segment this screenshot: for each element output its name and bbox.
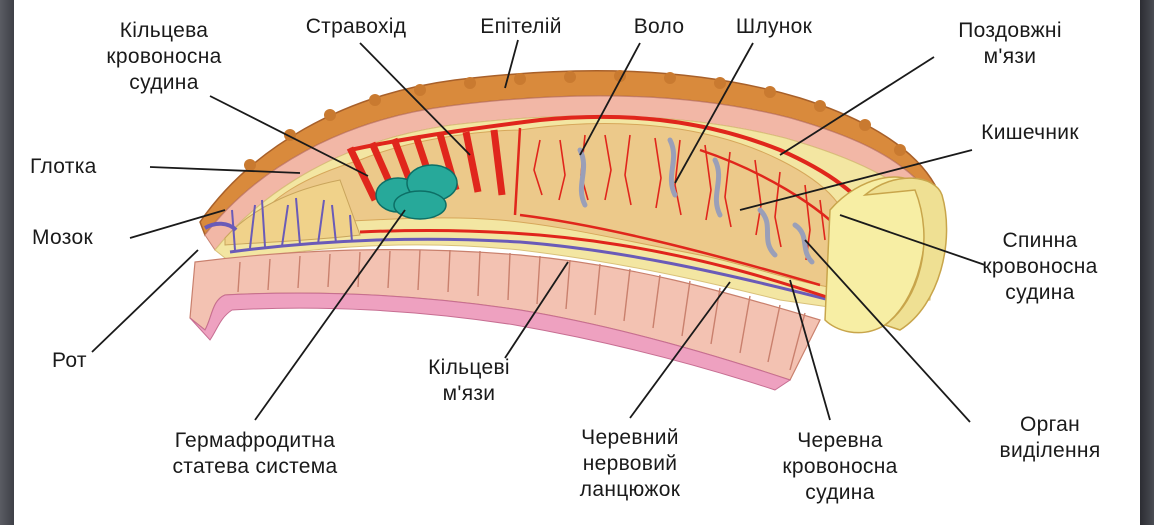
label-ring-vessel-line3: судина xyxy=(106,70,221,96)
label-ventral-nerve-cord-line2: нервовий xyxy=(580,451,680,477)
label-brain: Мозок xyxy=(32,225,93,251)
label-ring-vessel-line2: кровоносна xyxy=(106,44,221,70)
label-circular-muscles: Кільцеві м'язи xyxy=(428,355,510,407)
label-ring-vessel-line1: Кільцева xyxy=(106,18,221,44)
label-stomach: Шлунок xyxy=(736,14,812,40)
label-longitudinal-muscles-line2: м'язи xyxy=(958,44,1062,70)
label-esophagus: Стравохід xyxy=(306,14,407,40)
label-intestine: Кишечник xyxy=(981,120,1079,146)
label-mouth: Рот xyxy=(52,348,87,374)
label-reproductive-system-line2: статева система xyxy=(172,454,337,480)
label-circular-muscles-line1: Кільцеві xyxy=(428,355,510,381)
label-longitudinal-muscles: Поздовжні м'язи xyxy=(958,18,1062,70)
label-epithelium: Епітелій xyxy=(480,14,561,40)
label-ventral-vessel-line3: судина xyxy=(782,480,897,506)
label-ventral-vessel-line2: кровоносна xyxy=(782,454,897,480)
label-excretory-organ: Орган виділення xyxy=(999,412,1100,464)
label-ventral-nerve-cord-line3: ланцюжок xyxy=(580,477,680,503)
label-ventral-vessel: Черевна кровоносна судина xyxy=(782,428,897,506)
label-dorsal-vessel-line2: кровоносна xyxy=(982,254,1097,280)
label-excretory-organ-line2: виділення xyxy=(999,438,1100,464)
label-pharynx: Глотка xyxy=(30,154,97,180)
label-dorsal-vessel-line1: Спинна xyxy=(982,228,1097,254)
label-crop: Воло xyxy=(634,14,685,40)
label-reproductive-system-line1: Гермафродитна xyxy=(172,428,337,454)
label-ring-vessel: Кільцева кровоносна судина xyxy=(106,18,221,96)
label-excretory-organ-line1: Орган xyxy=(999,412,1100,438)
cut-end xyxy=(825,177,947,333)
label-longitudinal-muscles-line1: Поздовжні xyxy=(958,18,1062,44)
label-circular-muscles-line2: м'язи xyxy=(428,381,510,407)
label-dorsal-vessel: Спинна кровоносна судина xyxy=(982,228,1097,306)
label-ventral-vessel-line1: Черевна xyxy=(782,428,897,454)
label-ventral-nerve-cord: Черевний нервовий ланцюжок xyxy=(580,425,680,503)
label-dorsal-vessel-line3: судина xyxy=(982,280,1097,306)
label-ventral-nerve-cord-line1: Черевний xyxy=(580,425,680,451)
label-reproductive-system: Гермафродитна статева система xyxy=(172,428,337,480)
